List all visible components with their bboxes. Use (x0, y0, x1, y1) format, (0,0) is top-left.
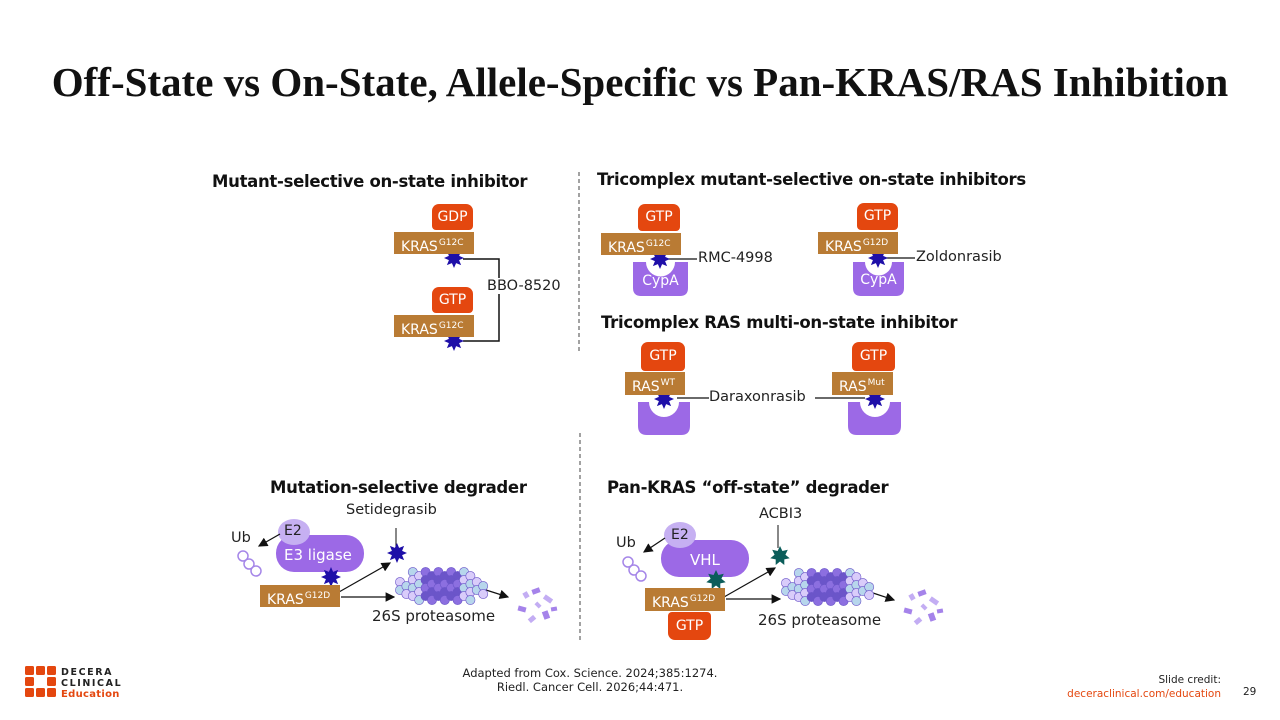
heading-pan-kras-degrader: Pan-KRAS “off-state” degrader (607, 478, 889, 497)
drug-setidegrasib: Setidegrasib (346, 502, 437, 518)
credit-link[interactable]: deceraclinical.com/education (1067, 688, 1221, 700)
citation: Adapted from Cox. Science. 2024;385:1274… (462, 666, 718, 694)
heading-mutant-on-state: Mutant-selective on-state inhibitor (212, 172, 528, 191)
page-title: Off-State vs On-State, Allele-Specific v… (51, 59, 1229, 105)
cyclophilin-shape-left (638, 402, 690, 435)
gtp-label-rmc: GTP (638, 204, 680, 231)
drug-daraxonrasib: Daraxonrasib (709, 389, 806, 405)
ub-chain-right (622, 556, 647, 582)
cypa-shape-right (853, 262, 904, 296)
vhl-label: VHL (690, 551, 720, 569)
drug-bbo-8520: BBO-8520 (486, 278, 562, 294)
gtp-label: GTP (432, 287, 473, 313)
degrader-star-icon (387, 543, 407, 563)
cypa-label-left: CypA (642, 273, 679, 289)
degraded-fragments-icon (517, 587, 558, 624)
e2-label-left: E2 (284, 523, 302, 539)
ub-label-right: Ub (616, 535, 636, 551)
kras-g12c-label-1: KRASG12C (394, 232, 474, 255)
decera-logo-mark (25, 666, 56, 697)
cypa-shape-left (633, 262, 688, 296)
heading-tricomplex-multi: Tricomplex RAS multi-on-state inhibitor (601, 313, 958, 332)
degrader-star-icon (770, 546, 790, 565)
vhl-shape (661, 540, 749, 577)
e2-shape (278, 519, 310, 545)
proteasome-icon (478, 589, 489, 599)
proteasome-label-right: 26S proteasome (758, 611, 882, 629)
gtp-label-wt: GTP (641, 342, 685, 371)
gdp-label: GDP (432, 204, 473, 230)
degraded-fragments-icon (903, 589, 944, 626)
drug-zoldonrasib: Zoldonrasib (916, 249, 1002, 265)
kras-g12d-label-pan: KRASG12D (645, 588, 725, 611)
e2-shape-right (664, 522, 696, 548)
ub-label-left: Ub (231, 530, 251, 546)
ras-wt-label: RASWT (625, 372, 685, 395)
decera-logo-text: DECERA CLINICAL Education (61, 667, 123, 700)
kras-g12d-label-zoldonrasib: KRASG12D (818, 232, 898, 255)
bbo-bracket (463, 258, 500, 342)
drug-rmc-4998: RMC-4998 (698, 250, 773, 266)
kras-g12d-label-degrader: KRASG12D (260, 585, 340, 608)
proteasome-icon (465, 595, 476, 605)
page-number: 29 (1243, 686, 1257, 698)
kras-g12c-label-rmc: KRASG12C (601, 233, 681, 256)
gtp-label-pan: GTP (668, 612, 711, 640)
proteasome-icon (864, 590, 875, 600)
e3-ligase-label: E3 ligase (284, 546, 352, 564)
kras-g12c-label-2: KRASG12C (394, 315, 474, 338)
cyclophilin-shape-right (848, 402, 901, 435)
gtp-label-zoldonrasib: GTP (857, 203, 898, 230)
drug-acbi3: ACBI3 (759, 506, 803, 522)
slide-credit: Slide credit: deceraclinical.com/educati… (1067, 674, 1221, 700)
heading-mutation-degrader: Mutation-selective degrader (270, 478, 527, 497)
degrader-star-icon (321, 567, 341, 587)
degrader-star-icon (706, 570, 726, 589)
e2-label-right: E2 (671, 527, 689, 543)
proteasome-label-left: 26S proteasome (372, 607, 496, 625)
ub-chain-left (237, 550, 262, 577)
heading-tricomplex-mutant: Tricomplex mutant-selective on-state inh… (597, 170, 1026, 189)
gtp-label-mut: GTP (852, 342, 895, 371)
cypa-label-right: CypA (860, 272, 897, 288)
ras-mut-label: RASMut (832, 372, 893, 395)
proteasome-icon (851, 596, 862, 606)
